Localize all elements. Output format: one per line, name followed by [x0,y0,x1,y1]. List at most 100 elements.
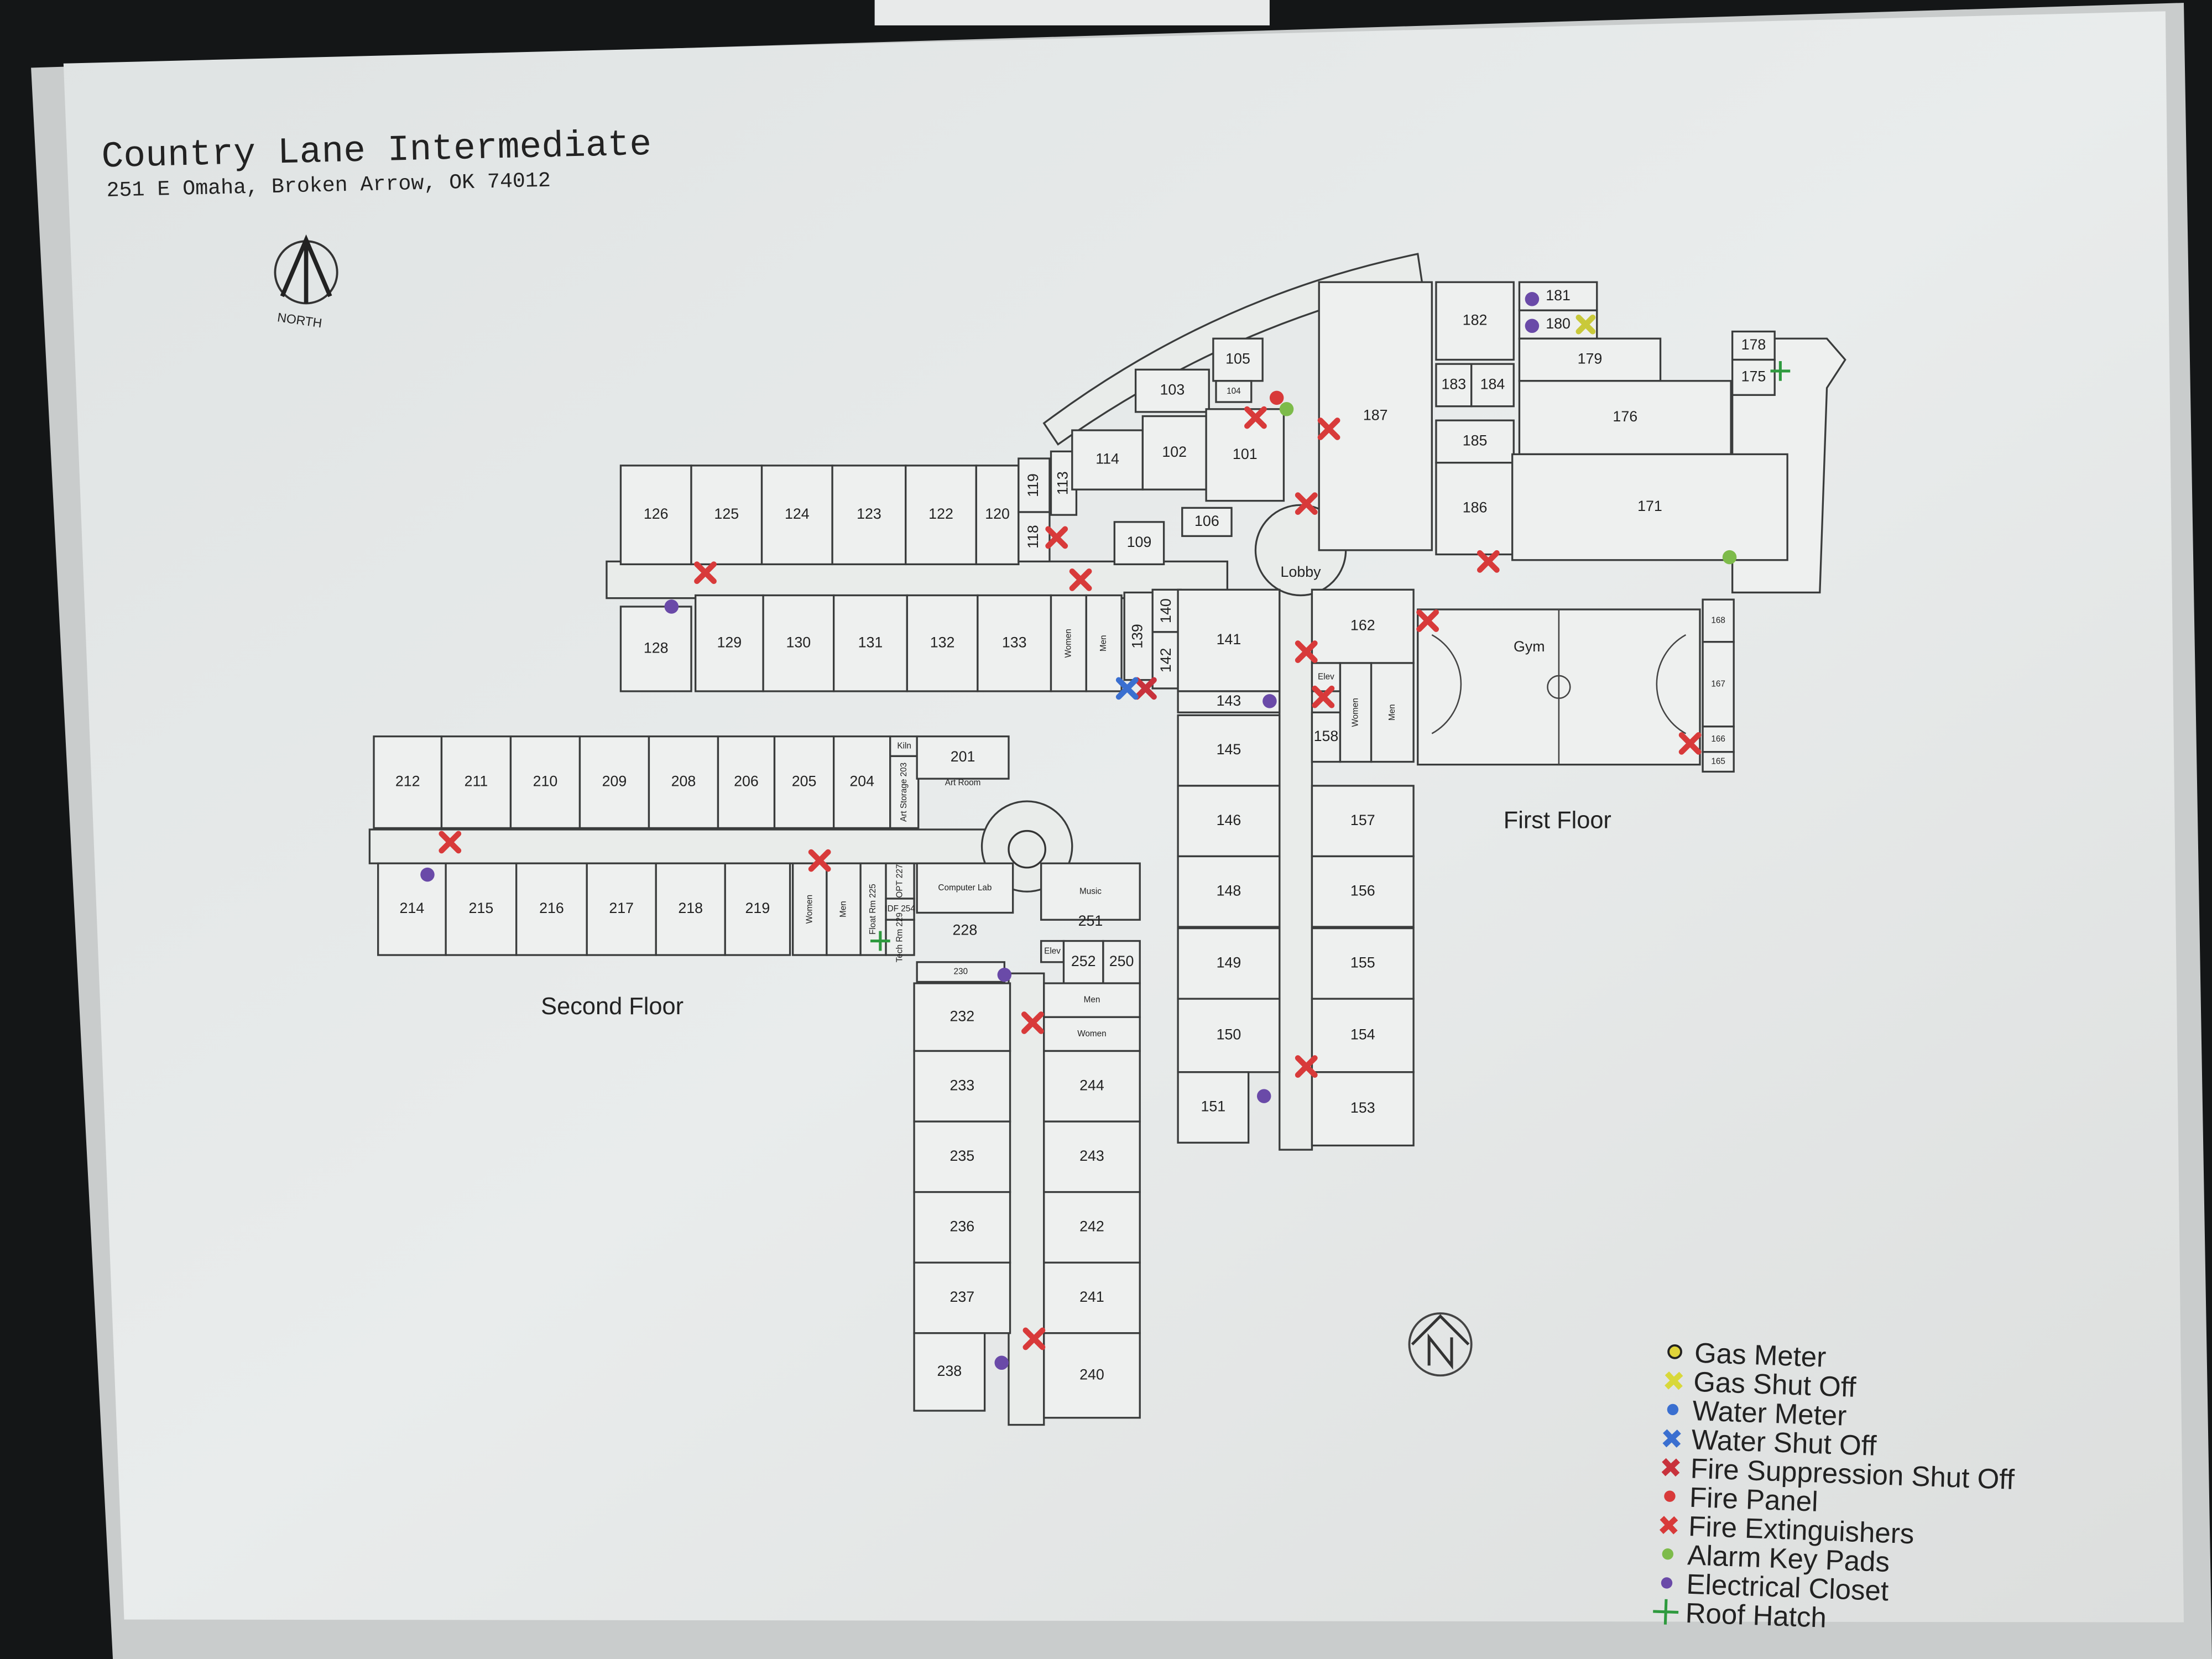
room-outline [440,735,512,830]
room-label: 204 [849,773,874,790]
room-outline [445,862,518,956]
room-label: 166 [1711,734,1725,744]
electrical-closet-icon [997,968,1012,982]
room-label: OPT 227 [895,864,905,898]
room-label: Art Room [945,778,981,787]
room-outline [1043,1050,1141,1123]
room-label: 211 [465,773,488,790]
room-label: 242 [1079,1218,1104,1234]
room-label: 214 [400,900,425,916]
room-label: 113 [1055,471,1071,495]
room-outline [1435,363,1473,408]
room-label: Men [1099,635,1108,651]
room-outline [619,465,692,566]
room-outline [1050,594,1087,692]
room-outline [826,862,862,956]
room-label: 139 [1129,624,1146,649]
fire-extinguisher-icon [1317,418,1340,440]
alarm-keypad-icon [1662,1548,1674,1560]
room-label: Elev [1044,947,1061,956]
room-label: 153 [1350,1099,1375,1116]
room-label: Women [1063,629,1073,658]
room-outline [1215,380,1253,403]
room-outline [913,1261,1011,1334]
room-label: 133 [1002,634,1027,650]
room-label: Men [839,901,848,917]
room-label: Women [1351,698,1360,727]
room-label: 140 [1157,598,1174,623]
room-label: Music [1079,886,1102,896]
fire-extinguisher-icon [1045,526,1068,549]
room-outline [1311,588,1415,664]
fire-extinguisher-icon [808,849,831,872]
room-label: 165 [1711,757,1725,766]
room-outline [1085,594,1123,692]
room-outline [1511,453,1788,561]
room-label: 243 [1079,1147,1104,1164]
room-outline [1177,927,1281,1000]
room-outline [885,898,915,921]
room-outline [655,862,726,956]
room-label: 149 [1217,954,1241,971]
electrical-closet-icon [664,599,679,614]
electrical-closet-icon [1262,694,1277,708]
room-outline [1311,785,1415,858]
fire-extinguisher-icon [694,561,717,585]
fire-extinguisher-icon [1021,1011,1044,1034]
room-label: 154 [1350,1026,1375,1043]
room-label: 201 [951,748,975,765]
room-label: Tech Rm 229 [895,912,905,962]
room-outline [1177,855,1281,928]
room-outline [1177,1071,1250,1144]
fire-panel-icon [1269,390,1284,405]
room-outline [1702,641,1735,728]
room-outline [1731,358,1776,396]
room-label: IDF 254 [885,904,915,914]
fire-extinguisher-icon [1295,1055,1318,1078]
room-label: 157 [1350,812,1375,828]
gas-meter-icon [1667,1344,1682,1359]
room-label: 233 [950,1077,974,1093]
room-label: 186 [1463,499,1488,516]
room-label: 178 [1741,336,1766,353]
room-label: 206 [734,773,759,790]
electrical-closet-icon [1525,292,1540,306]
room-outline [1177,690,1281,713]
room-outline [586,862,657,956]
room-label: Computer Lab [938,883,992,893]
room-outline [377,862,447,956]
fire-panel-icon [1664,1490,1676,1502]
electrical-closet-icon [994,1355,1009,1370]
room-label: 158 [1314,728,1339,744]
room-label: 244 [1079,1077,1104,1093]
room-outline [509,735,581,830]
roof-hatch-icon [1653,1599,1679,1625]
room-label: Elev [1318,672,1334,682]
room-outline [792,862,828,956]
room-outline [1043,982,1141,1018]
room-outline [373,735,443,830]
legend-label: Gas Meter [1694,1337,1827,1373]
room-outline [1043,1332,1141,1419]
room-outline [1177,588,1281,692]
room-outline [1181,507,1233,538]
room-label: 187 [1363,407,1388,424]
room-label: 148 [1217,882,1241,899]
room-outline [1177,998,1281,1073]
room-label: 216 [539,900,564,916]
fire-extinguisher-icon [1312,685,1335,708]
room-label: 185 [1463,432,1488,449]
room-label: 182 [1463,311,1488,328]
room-outline [1018,457,1051,513]
room-label: 142 [1157,648,1174,673]
room-label: 212 [395,773,420,790]
room-label: 151 [1201,1098,1226,1115]
room-outline [1435,462,1515,556]
room-label: 114 [1095,451,1119,467]
room-outline [1318,281,1433,551]
room-outline [1370,662,1415,763]
room-outline [619,606,692,692]
room-label: 171 [1637,498,1662,514]
room-label: 219 [745,900,770,916]
